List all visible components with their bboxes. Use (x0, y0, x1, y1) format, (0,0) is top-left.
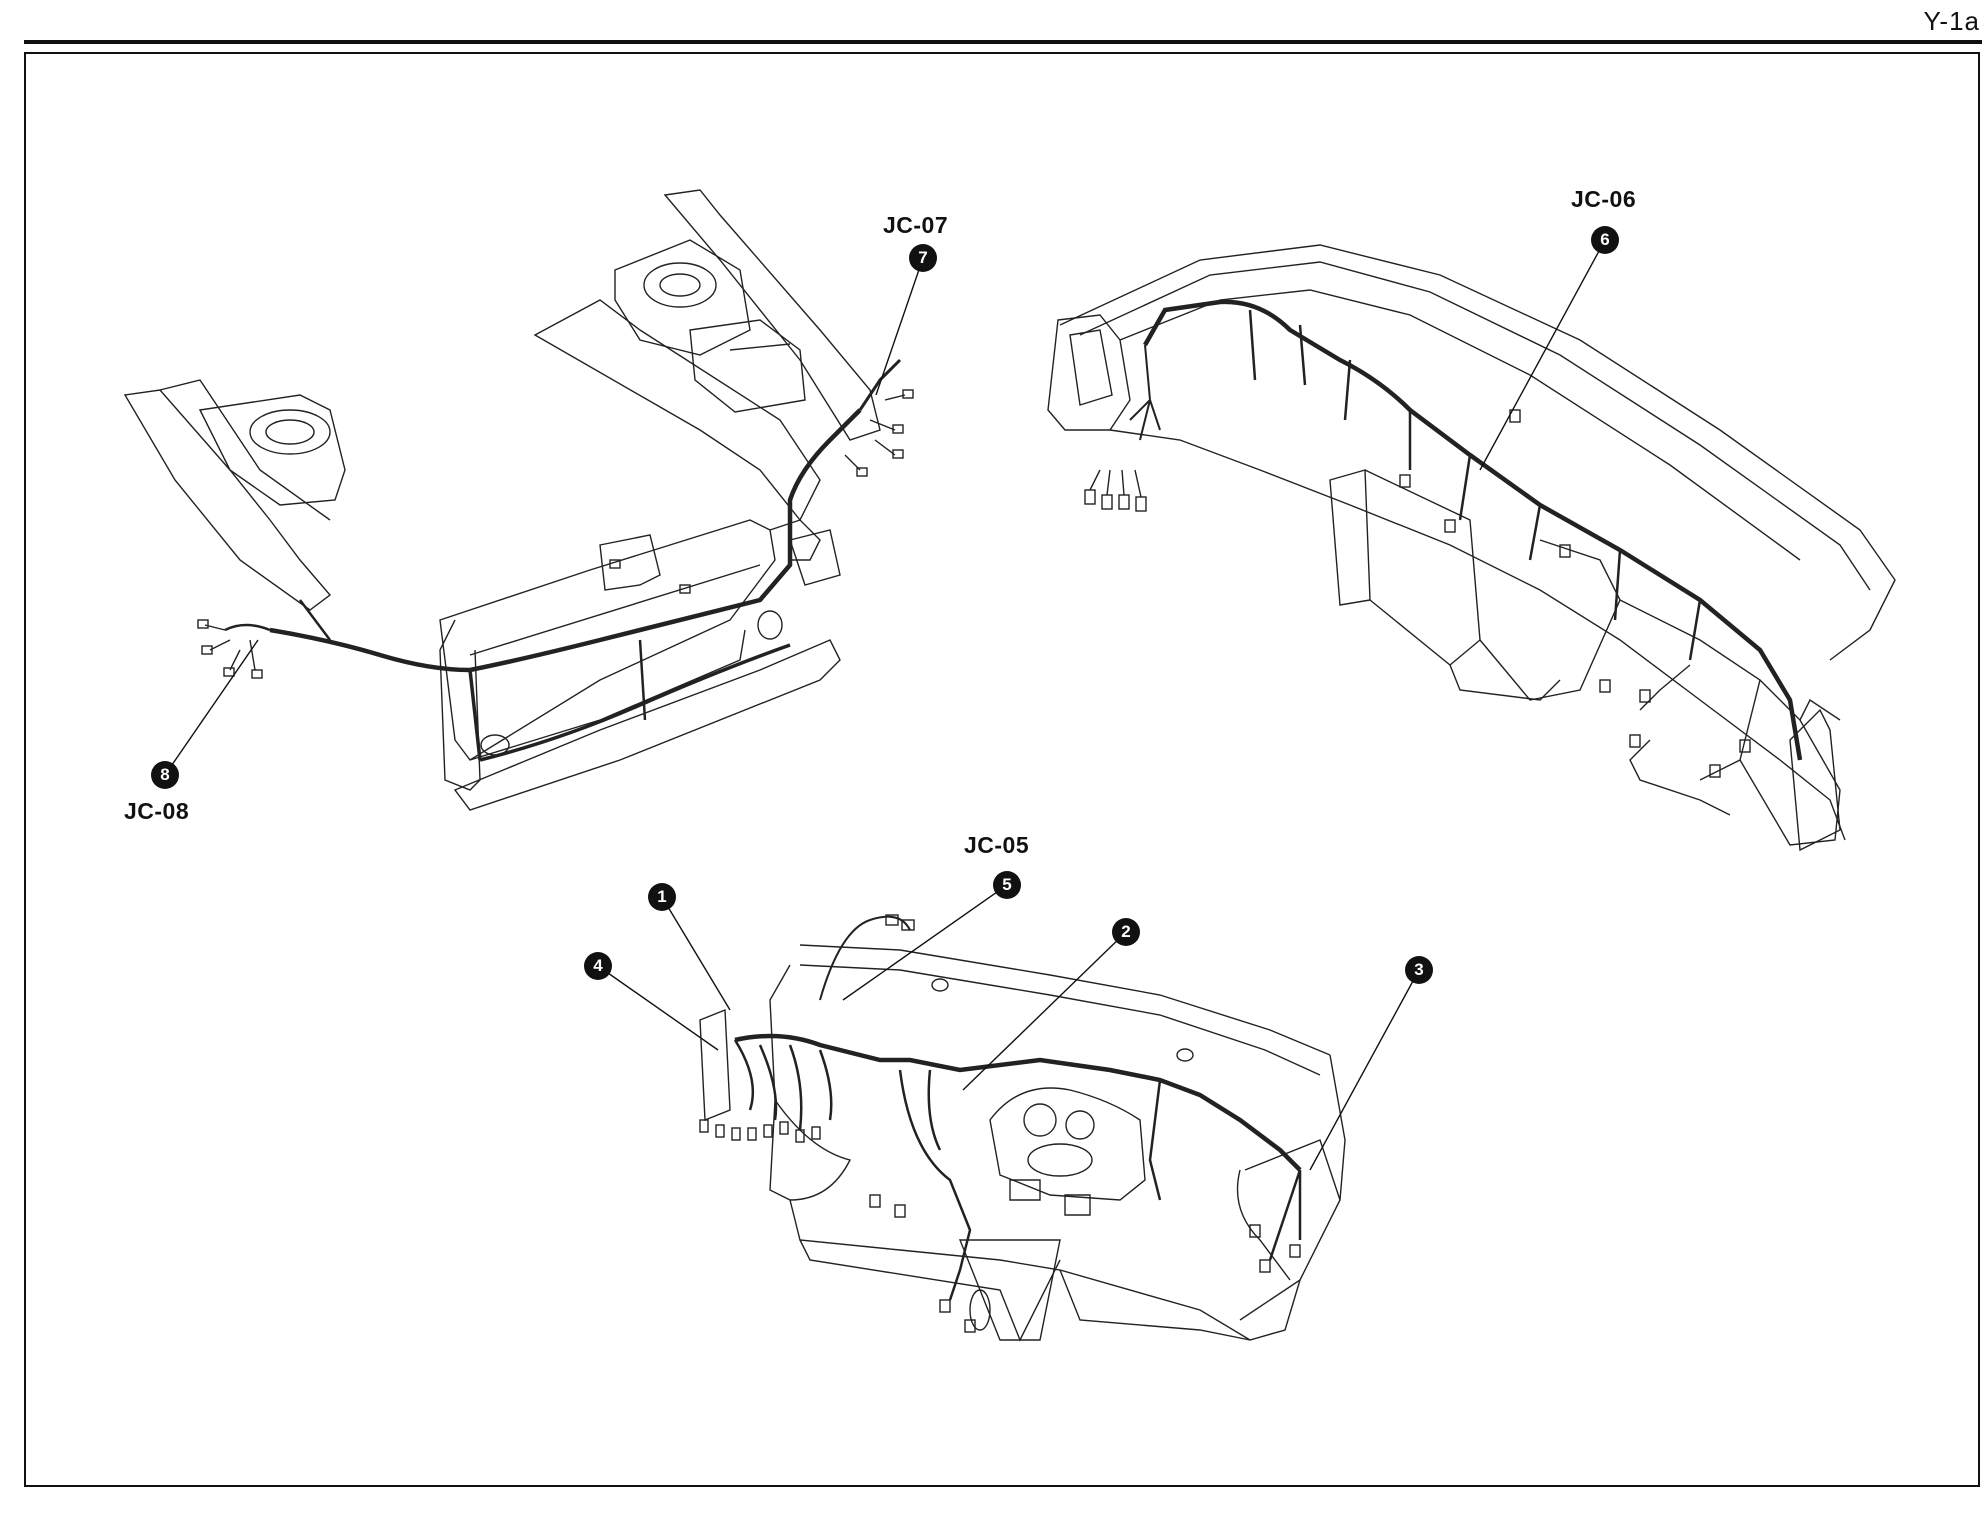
label-jc-08: JC-08 (124, 798, 190, 824)
callout-6: 6 (1591, 226, 1619, 254)
callout-1: 1 (648, 883, 676, 911)
callout-7: 7 (909, 244, 937, 272)
engine-compartment-illustration (123, 189, 914, 811)
label-jc-05: JC-05 (964, 832, 1030, 858)
callout-3: 3 (1405, 956, 1433, 984)
diagram-frame (24, 52, 1980, 1487)
callout-4: 4 (584, 952, 612, 980)
callout-8: 8 (151, 761, 179, 789)
label-jc-07: JC-07 (883, 212, 949, 238)
dash-harness-illustration (699, 914, 1346, 1342)
page-code: Y-1a (1923, 6, 1980, 36)
callout-5: 5 (993, 871, 1021, 899)
label-jc-06: JC-06 (1571, 186, 1637, 212)
header-rule (24, 40, 1982, 44)
callout-2: 2 (1112, 918, 1140, 946)
instrument-panel-illustration (1047, 244, 1896, 852)
leader-lines (164, 239, 1606, 1171)
